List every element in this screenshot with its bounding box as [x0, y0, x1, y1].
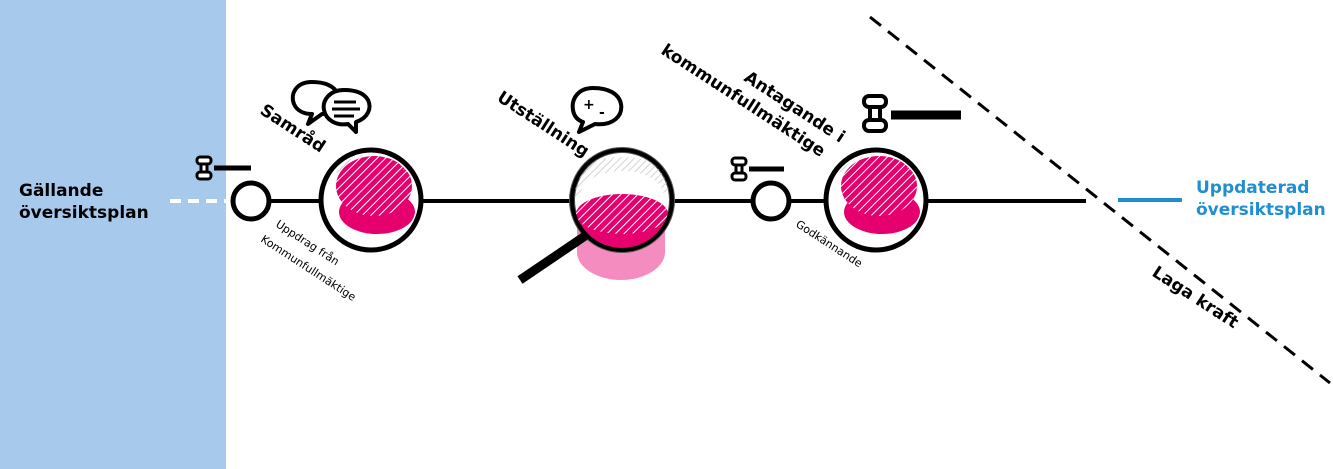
updated-plan-label: Uppdaterad översiktsplan	[1196, 177, 1326, 221]
utstallning-node	[517, 147, 675, 284]
antagande-node	[823, 147, 929, 253]
gavel-icon-2	[730, 156, 784, 182]
laga-kraft-line	[869, 15, 1331, 385]
current-plan-label-line2: översiktsplan	[19, 203, 149, 223]
svg-text:-: -	[599, 105, 605, 121]
updated-plan-label-line2: översiktsplan	[1196, 200, 1326, 220]
godkannande-node	[750, 180, 792, 222]
gavel-icon	[195, 155, 251, 181]
updated-plan-label-line1: Uppdaterad	[1196, 178, 1310, 198]
uppdrag-node	[230, 180, 272, 222]
current-plan-panel	[0, 0, 226, 469]
svg-text:+: +	[583, 97, 595, 113]
plus-minus-bubble-icon: + -	[570, 86, 624, 134]
current-plan-label: Gällande översiktsplan	[19, 180, 149, 224]
current-plan-label-line1: Gällande	[19, 181, 104, 201]
chat-bubbles-icon	[290, 80, 372, 134]
gavel-icon-large	[862, 94, 961, 133]
samrad-node	[318, 147, 424, 253]
laga-kraft-label: Laga kraft	[1148, 262, 1242, 332]
